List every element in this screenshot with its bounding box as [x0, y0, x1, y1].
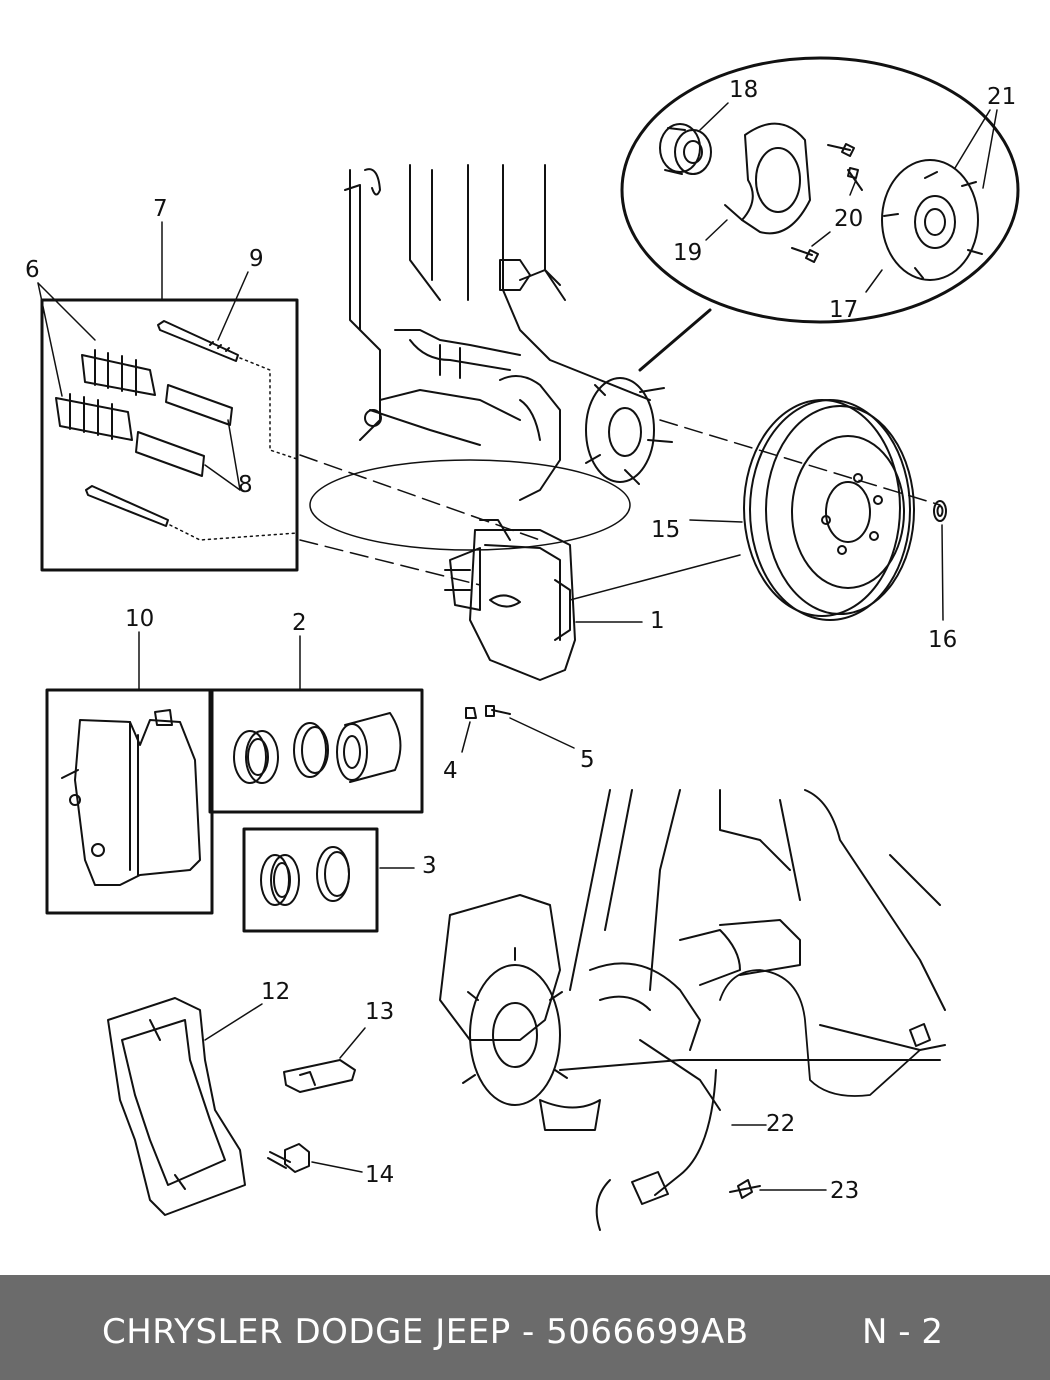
- callout-23: 23: [830, 1178, 860, 1204]
- guide-pin-kit-box: [37, 221, 301, 572]
- callout-7: 7: [153, 196, 168, 222]
- callout-19: 19: [673, 240, 703, 266]
- callout-22: 22: [766, 1111, 796, 1137]
- caliper: [444, 519, 741, 681]
- hub-flange: [881, 159, 983, 281]
- wheel-bearing: [659, 123, 712, 175]
- callout-16: 16: [928, 627, 958, 653]
- callout-17: 17: [829, 297, 859, 323]
- callout-2: 2: [292, 610, 307, 636]
- footer-page-number: N - 2: [862, 1312, 943, 1352]
- boot-seal-box: [242, 827, 415, 933]
- knuckle-strut-assembly: [299, 164, 941, 586]
- callout-21: 21: [987, 84, 1017, 110]
- callout-20: 20: [834, 206, 864, 232]
- callout-13: 13: [365, 999, 395, 1025]
- callout-14: 14: [365, 1162, 395, 1188]
- caliper-adapter-bracket: [107, 997, 263, 1216]
- callout-4: 4: [443, 758, 458, 784]
- footer-title: CHRYSLER DODGE JEEP - 5066699AB: [102, 1312, 749, 1352]
- anti-rattle-clip: [283, 1027, 366, 1093]
- washer: [933, 500, 947, 621]
- callout-18: 18: [729, 77, 759, 103]
- hub-bearing-inset: [620, 56, 1020, 372]
- splash-shield: [724, 122, 811, 235]
- bleeder-screw: [461, 705, 575, 753]
- shield-bolts: [791, 143, 863, 263]
- callout-5: 5: [580, 747, 595, 773]
- footer-bar: [0, 1275, 1050, 1380]
- callout-12: 12: [261, 979, 291, 1005]
- bracket-bolt: [267, 1143, 363, 1173]
- brake-assembly-illustration: [37, 56, 1020, 1231]
- lower-suspension-assembly: [439, 789, 946, 1231]
- brake-rotor: [689, 399, 915, 621]
- callout-8: 8: [238, 472, 253, 498]
- callout-9: 9: [249, 246, 264, 272]
- piston-seal-box: [208, 635, 424, 814]
- callout-10: 10: [125, 606, 155, 632]
- callout-6: 6: [25, 257, 40, 283]
- callout-3: 3: [422, 853, 437, 879]
- callout-15: 15: [651, 517, 681, 543]
- brake-pads-box: [45, 631, 214, 915]
- callout-1: 1: [650, 608, 665, 634]
